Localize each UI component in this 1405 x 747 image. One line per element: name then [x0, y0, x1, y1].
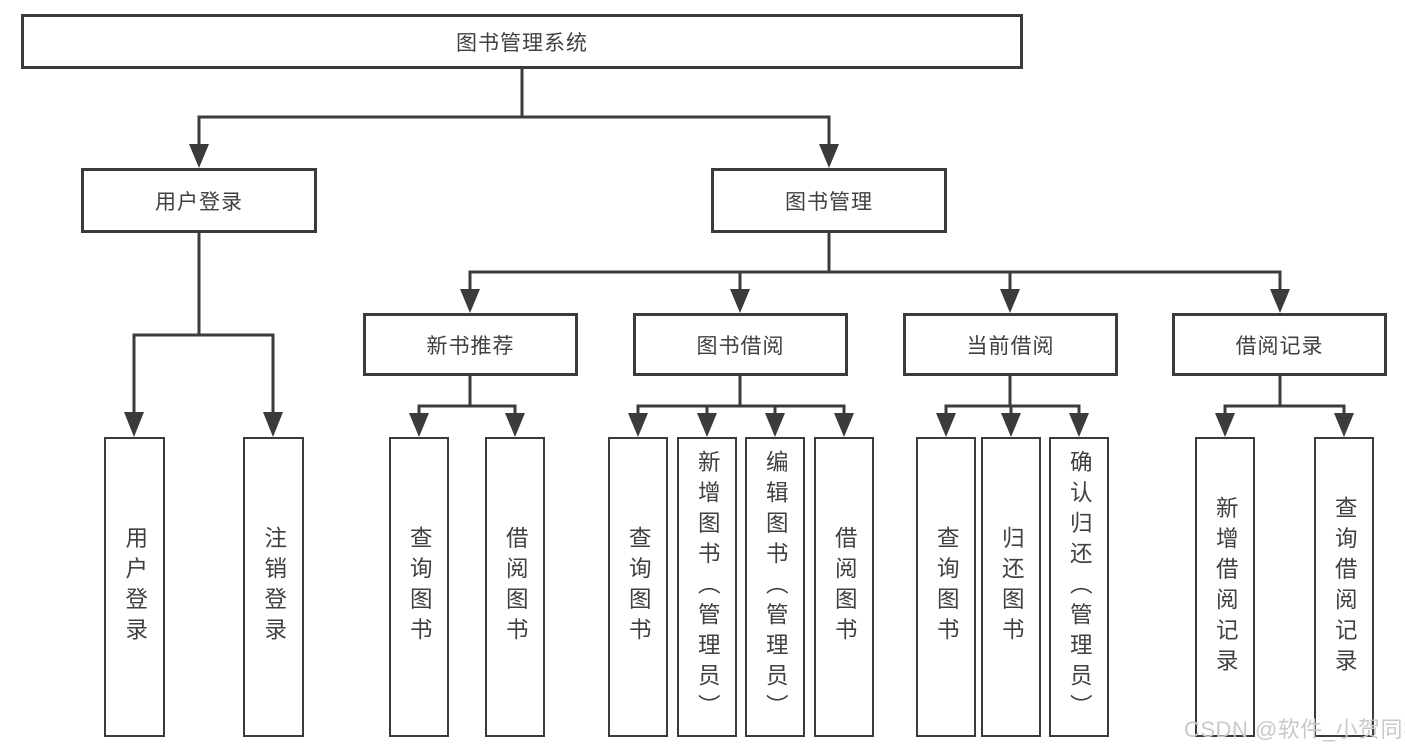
node-label: 借阅图书: [503, 526, 529, 648]
node-book-management: 图书管理: [711, 168, 947, 233]
leaf-confirm-return-admin: 确认归还（管理员）: [1049, 437, 1109, 737]
node-label: 借阅记录: [1235, 334, 1324, 358]
node-label: 借阅图书: [832, 526, 858, 648]
leaf-user-login: 用户登录: [104, 437, 165, 737]
node-new-book-recommend: 新书推荐: [363, 313, 578, 376]
node-label: 新增图书（管理员）: [695, 449, 721, 725]
leaf-edit-books-admin: 编辑图书（管理员）: [745, 437, 805, 737]
leaf-query-books-1: 查询图书: [389, 437, 449, 737]
node-root: 图书管理系统: [21, 14, 1023, 69]
node-label: 新增借阅记录: [1213, 495, 1239, 679]
watermark: CSDN @软件_小贺同学: [1184, 717, 1405, 742]
leaf-logout: 注销登录: [243, 437, 304, 737]
node-label: 当前借阅: [966, 334, 1055, 358]
node-user-login: 用户登录: [81, 168, 317, 233]
arrowhead-icons: [124, 144, 1354, 437]
node-label: 图书管理系统: [456, 31, 588, 55]
node-book-borrow: 图书借阅: [633, 313, 848, 376]
leaf-return-books: 归还图书: [981, 437, 1041, 737]
node-label: 确认归还（管理员）: [1067, 449, 1093, 725]
node-label: 归还图书: [999, 526, 1025, 648]
node-label: 编辑图书（管理员）: [763, 449, 789, 725]
leaf-borrow-books-1: 借阅图书: [485, 437, 545, 737]
node-label: 新书推荐: [426, 334, 515, 358]
leaf-add-books-admin: 新增图书（管理员）: [677, 437, 737, 737]
leaf-add-borrow-record: 新增借阅记录: [1195, 437, 1255, 737]
leaf-query-books-2: 查询图书: [608, 437, 668, 737]
node-label: 查询图书: [934, 526, 960, 648]
node-label: 用户登录: [155, 190, 243, 214]
node-label: 注销登录: [261, 526, 287, 648]
leaf-borrow-books-2: 借阅图书: [814, 437, 874, 737]
node-label: 查询图书: [407, 526, 433, 648]
node-label: 图书借阅: [696, 334, 785, 358]
leaf-query-books-3: 查询图书: [916, 437, 976, 737]
node-current-borrow: 当前借阅: [903, 313, 1118, 376]
leaf-query-borrow-record: 查询借阅记录: [1314, 437, 1374, 737]
node-borrow-records: 借阅记录: [1172, 313, 1387, 376]
node-label: 图书管理: [785, 190, 873, 214]
node-label: 查询借阅记录: [1332, 495, 1358, 679]
node-label: 查询图书: [626, 526, 652, 648]
node-label: 用户登录: [122, 526, 148, 648]
